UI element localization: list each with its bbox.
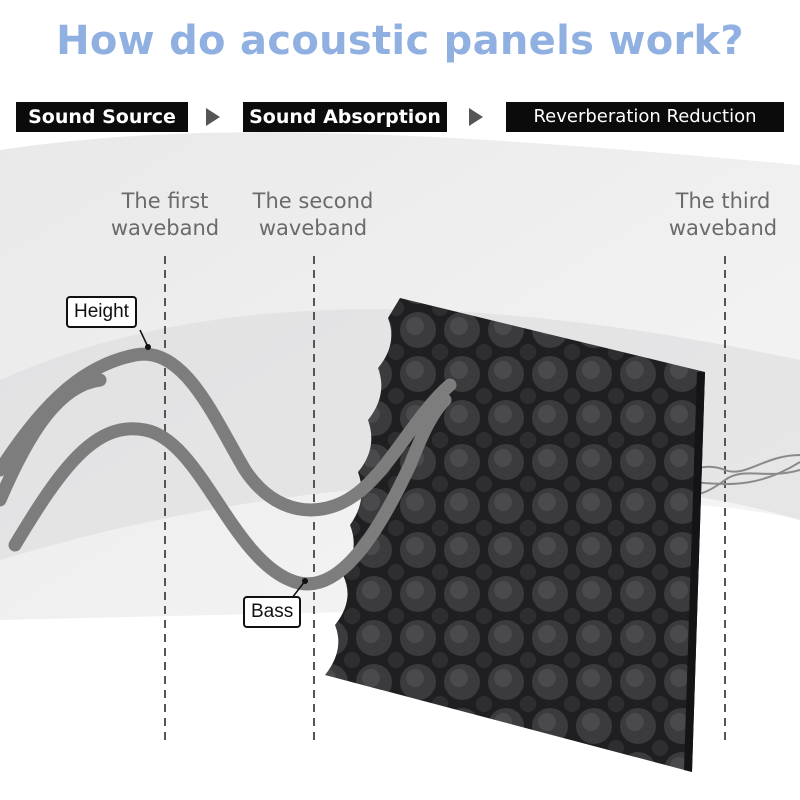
chevron-right-icon: [469, 108, 483, 126]
bass-callout: Bass: [243, 596, 302, 628]
step-reverberation-reduction: Reverberation Reduction: [506, 102, 784, 132]
step-sound-source: Sound Source: [16, 102, 188, 132]
second-waveband-label: The second waveband: [252, 189, 374, 240]
sound-waves: [0, 347, 457, 591]
chevron-right-icon: [206, 108, 220, 126]
third-waveband-label: The third waveband: [668, 189, 778, 240]
page-title: How do acoustic panels work?: [56, 18, 744, 64]
acoustic-foam-panel: [325, 298, 705, 772]
height-callout: Height: [66, 296, 137, 328]
first-waveband-label: The first waveband: [110, 189, 220, 240]
step-sound-absorption: Sound Absorption: [243, 102, 447, 132]
